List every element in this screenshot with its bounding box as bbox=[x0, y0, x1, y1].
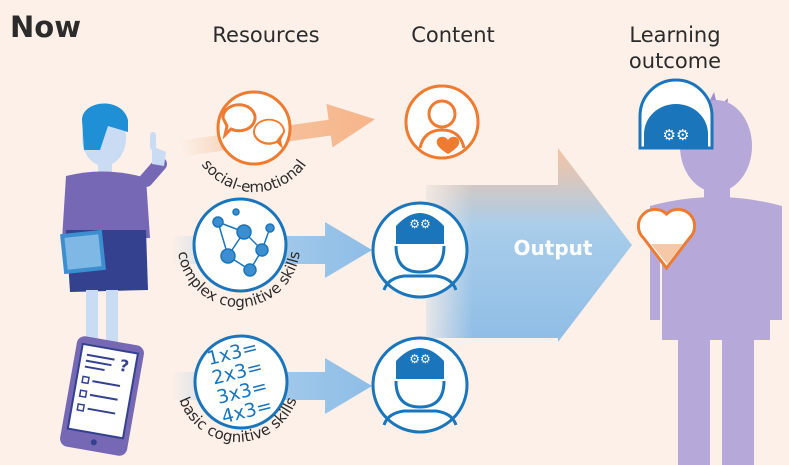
social-emotional-resource-icon bbox=[216, 90, 292, 166]
tablet-icon: ? bbox=[60, 336, 144, 456]
complex-cognitive-resource-icon bbox=[192, 197, 288, 293]
gear-icon: ⚙⚙ bbox=[663, 126, 690, 144]
teacher-figure bbox=[60, 103, 167, 378]
page-title: Now bbox=[10, 10, 81, 44]
heart-icon bbox=[436, 136, 460, 154]
learning-outcome-header: Learning outcome bbox=[620, 22, 730, 74]
output-label: Output bbox=[513, 236, 593, 260]
heart-icon bbox=[636, 207, 697, 271]
learning-outcome-header-line1: Learning bbox=[629, 23, 721, 47]
basic-cognitive-resource-icon: 1x3= 2x3= 3x3= 4x3= bbox=[193, 334, 289, 430]
learning-outcome-header-line2: outcome bbox=[628, 49, 722, 73]
content-basic-icon: ⚙⚙ bbox=[371, 336, 469, 434]
gear-icon: ⚙⚙ bbox=[409, 217, 431, 231]
resources-header: Resources bbox=[212, 23, 320, 47]
content-header: Content bbox=[411, 23, 495, 47]
learner-figure: ⚙⚙ bbox=[636, 78, 782, 465]
content-social-icon bbox=[404, 84, 480, 160]
gear-icon: ⚙⚙ bbox=[409, 352, 431, 366]
content-complex-icon: ⚙⚙ bbox=[371, 201, 469, 299]
tablet-question-mark: ? bbox=[118, 356, 130, 376]
